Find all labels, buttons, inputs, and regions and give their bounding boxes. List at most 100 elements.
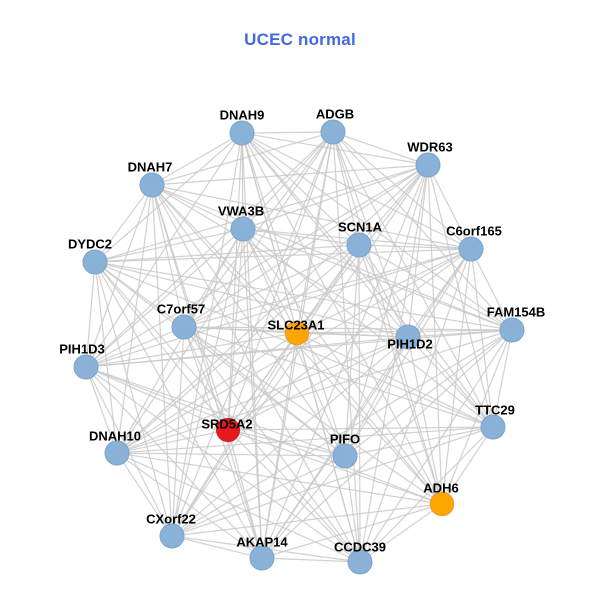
node-label-VWA3B: VWA3B xyxy=(218,203,264,218)
node-ADH6 xyxy=(429,491,455,517)
edge-VWA3B-PIH1D3 xyxy=(85,228,244,368)
edge-WDR63-ADH6 xyxy=(427,164,443,505)
node-TTC29 xyxy=(480,414,506,440)
edge-SRD5A2-DNAH10 xyxy=(116,429,229,454)
edge-DNAH9-TTC29 xyxy=(241,132,494,428)
edge-DNAH9-PIH1D3 xyxy=(85,132,243,368)
edge-DNAH10-CCDC39 xyxy=(116,452,361,563)
edge-C7orf57-CXorf22 xyxy=(171,326,185,537)
node-CXorf22 xyxy=(159,523,185,549)
edge-SCN1A-C6orf165 xyxy=(358,244,472,250)
edge-SCN1A-DYDC2 xyxy=(94,244,360,263)
edge-SLC23A1-PIH1D2 xyxy=(296,332,409,338)
edge-DNAH7-PIH1D3 xyxy=(85,184,153,368)
node-SCN1A xyxy=(346,232,372,258)
edge-TTC29-DNAH10 xyxy=(116,426,494,454)
edge-FAM154B-TTC29 xyxy=(492,329,513,428)
edge-DNAH7-VWA3B xyxy=(151,184,244,230)
edge-PIH1D3-SRD5A2 xyxy=(85,366,229,431)
edge-ADGB-TTC29 xyxy=(332,131,494,428)
node-AKAP14 xyxy=(249,545,275,571)
edge-DNAH9-WDR63 xyxy=(241,132,429,166)
edge-C6orf165-PIFO xyxy=(344,248,472,457)
edge-PIFO-CCDC39 xyxy=(344,455,361,563)
edge-TTC29-SRD5A2 xyxy=(227,426,494,431)
node-label-FAM154B: FAM154B xyxy=(487,304,546,319)
nodes-layer xyxy=(73,119,525,575)
node-label-CXorf22: CXorf22 xyxy=(146,511,196,526)
edge-TTC29-CXorf22 xyxy=(171,426,494,537)
edge-ADH6-CXorf22 xyxy=(171,503,443,537)
edge-PIFO-DNAH10 xyxy=(116,452,346,457)
edge-DNAH7-AKAP14 xyxy=(151,184,263,559)
edge-PIH1D2-ADH6 xyxy=(407,336,443,505)
edge-ADGB-ADH6 xyxy=(332,131,443,505)
edge-ADGB-CXorf22 xyxy=(171,131,334,537)
node-label-PIH1D3: PIH1D3 xyxy=(59,341,105,356)
edge-WDR63-SCN1A xyxy=(358,164,429,246)
edge-WDR63-C7orf57 xyxy=(183,164,429,328)
edge-DNAH7-DNAH10 xyxy=(116,184,153,454)
edge-C6orf165-AKAP14 xyxy=(261,248,472,559)
edge-TTC29-CCDC39 xyxy=(359,426,494,563)
edge-PIH1D3-PIFO xyxy=(85,366,346,457)
edge-DNAH9-C6orf165 xyxy=(241,132,472,250)
node-PIFO xyxy=(332,443,358,469)
edge-SRD5A2-PIFO xyxy=(227,429,346,457)
edge-SLC23A1-PIH1D3 xyxy=(85,332,298,368)
node-DNAH7 xyxy=(139,172,165,198)
edge-DNAH7-PIH1D2 xyxy=(151,184,409,338)
edge-ADGB-VWA3B xyxy=(242,131,334,230)
edge-VWA3B-SLC23A1 xyxy=(242,228,298,334)
edge-C6orf165-PIH1D3 xyxy=(85,248,472,368)
edge-PIH1D3-PIH1D2 xyxy=(85,336,409,368)
edge-SCN1A-CCDC39 xyxy=(358,244,361,563)
edge-DYDC2-SRD5A2 xyxy=(94,261,229,431)
node-WDR63 xyxy=(415,152,441,178)
edge-SRD5A2-CCDC39 xyxy=(227,429,361,563)
edge-FAM154B-PIH1D2 xyxy=(407,329,513,338)
edge-ADGB-WDR63 xyxy=(332,131,429,166)
edge-PIH1D2-SRD5A2 xyxy=(227,336,409,431)
node-label-AKAP14: AKAP14 xyxy=(236,534,288,549)
edge-WDR63-DNAH10 xyxy=(116,164,429,454)
edge-DNAH9-FAM154B xyxy=(241,132,513,331)
edge-C7orf57-TTC29 xyxy=(183,326,494,428)
edge-TTC29-PIFO xyxy=(344,426,494,457)
edge-VWA3B-DYDC2 xyxy=(94,228,244,263)
edge-DNAH9-ADGB xyxy=(241,131,334,134)
node-SLC23A1 xyxy=(284,320,310,346)
edge-DYDC2-CXorf22 xyxy=(94,261,173,537)
node-CCDC39 xyxy=(347,549,373,575)
edge-WDR63-PIFO xyxy=(344,164,429,457)
edge-SRD5A2-ADH6 xyxy=(227,429,443,505)
edge-PIH1D2-TTC29 xyxy=(407,336,494,428)
edge-PIH1D3-CCDC39 xyxy=(85,366,361,563)
edge-SRD5A2-AKAP14 xyxy=(227,429,263,559)
edge-DNAH7-DYDC2 xyxy=(94,184,153,263)
edge-WDR63-VWA3B xyxy=(242,164,429,230)
edge-DYDC2-PIFO xyxy=(94,261,346,457)
edge-PIH1D2-CXorf22 xyxy=(171,336,409,537)
edge-SCN1A-ADH6 xyxy=(358,244,443,505)
edge-WDR63-DYDC2 xyxy=(94,164,429,263)
node-label-TTC29: TTC29 xyxy=(475,402,515,417)
edge-DYDC2-CCDC39 xyxy=(94,261,361,563)
node-label-PIH1D2: PIH1D2 xyxy=(387,336,433,351)
node-VWA3B xyxy=(230,216,256,242)
edge-C7orf57-CCDC39 xyxy=(183,326,361,563)
edge-DNAH10-ADH6 xyxy=(116,452,443,505)
edge-C7orf57-FAM154B xyxy=(183,326,513,331)
edge-PIFO-AKAP14 xyxy=(261,455,346,559)
edge-WDR63-PIH1D3 xyxy=(85,164,429,368)
node-label-SLC23A1: SLC23A1 xyxy=(267,317,324,332)
node-label-ADH6: ADH6 xyxy=(423,480,458,495)
edge-DYDC2-FAM154B xyxy=(94,261,513,331)
edge-DNAH7-C6orf165 xyxy=(151,184,472,250)
edge-ADGB-PIH1D2 xyxy=(332,131,409,338)
edge-SLC23A1-CCDC39 xyxy=(296,332,361,563)
edge-C6orf165-TTC29 xyxy=(470,248,494,428)
edge-ADGB-PIH1D3 xyxy=(85,131,334,368)
edge-DYDC2-PIH1D3 xyxy=(85,261,96,368)
